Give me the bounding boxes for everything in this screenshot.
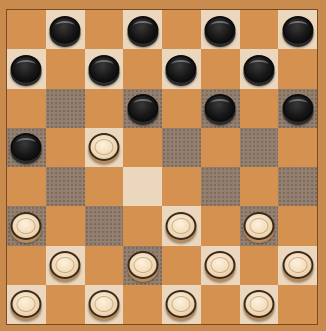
board-square[interactable] [162,49,201,88]
checkers-board [6,9,318,325]
black-checker-piece[interactable] [166,55,197,83]
board-square[interactable] [7,49,46,88]
white-checker-piece[interactable] [282,251,313,279]
board-square[interactable] [123,49,162,88]
board-square[interactable] [240,167,279,206]
white-checker-piece[interactable] [166,212,197,240]
black-checker-piece[interactable] [88,55,119,83]
board-square[interactable] [85,206,124,245]
board-square[interactable] [278,89,317,128]
board-square[interactable] [85,285,124,324]
board-square[interactable] [162,167,201,206]
board-square[interactable] [85,89,124,128]
white-checker-piece[interactable] [88,290,119,318]
board-square[interactable] [162,206,201,245]
board-square[interactable] [85,128,124,167]
board-square[interactable] [201,10,240,49]
board-square[interactable] [278,206,317,245]
board-square[interactable] [123,246,162,285]
board-square[interactable] [46,167,85,206]
board-square[interactable] [85,49,124,88]
board-square[interactable] [162,89,201,128]
black-checker-piece[interactable] [205,94,236,122]
board-square[interactable] [123,285,162,324]
black-checker-piece[interactable] [50,16,81,44]
board-square[interactable] [46,285,85,324]
black-checker-piece[interactable] [11,55,42,83]
white-checker-piece[interactable] [11,212,42,240]
board-square[interactable] [123,206,162,245]
board-square[interactable] [85,10,124,49]
black-checker-piece[interactable] [11,133,42,161]
white-checker-piece[interactable] [205,251,236,279]
black-checker-piece[interactable] [243,55,274,83]
board-square[interactable] [46,49,85,88]
board-square[interactable] [123,128,162,167]
board-square[interactable] [278,49,317,88]
board-square[interactable] [201,167,240,206]
board-square[interactable] [162,246,201,285]
board-square[interactable] [85,246,124,285]
board-square[interactable] [162,10,201,49]
board-square[interactable] [7,285,46,324]
white-checker-piece[interactable] [50,251,81,279]
board-square[interactable] [123,167,162,206]
black-checker-piece[interactable] [205,16,236,44]
board-square[interactable] [240,285,279,324]
white-checker-piece[interactable] [243,212,274,240]
board-square[interactable] [278,10,317,49]
board-square[interactable] [201,49,240,88]
board-square[interactable] [201,128,240,167]
board-square[interactable] [240,10,279,49]
board-square[interactable] [240,128,279,167]
board-square[interactable] [162,128,201,167]
board-square[interactable] [240,246,279,285]
white-checker-piece[interactable] [166,290,197,318]
white-checker-piece[interactable] [11,290,42,318]
board-square[interactable] [278,128,317,167]
board-square[interactable] [162,285,201,324]
board-square[interactable] [240,206,279,245]
black-checker-piece[interactable] [282,16,313,44]
board-square[interactable] [123,89,162,128]
board-square[interactable] [46,128,85,167]
board-square[interactable] [85,167,124,206]
board-square[interactable] [201,246,240,285]
white-checker-piece[interactable] [243,290,274,318]
board-square[interactable] [46,10,85,49]
board-square[interactable] [278,167,317,206]
board-square[interactable] [7,89,46,128]
board-square[interactable] [7,10,46,49]
black-checker-piece[interactable] [127,16,158,44]
board-square[interactable] [7,167,46,206]
white-checker-piece[interactable] [127,251,158,279]
board-square[interactable] [46,206,85,245]
white-checker-piece[interactable] [88,133,119,161]
board-square[interactable] [7,206,46,245]
board-square[interactable] [46,89,85,128]
board-square[interactable] [201,89,240,128]
board-square[interactable] [123,10,162,49]
board-square[interactable] [278,285,317,324]
black-checker-piece[interactable] [282,94,313,122]
board-square[interactable] [240,89,279,128]
black-checker-piece[interactable] [127,94,158,122]
board-square[interactable] [240,49,279,88]
board-square[interactable] [278,246,317,285]
board-square[interactable] [7,128,46,167]
board-square[interactable] [7,246,46,285]
board-square[interactable] [46,246,85,285]
board-square[interactable] [201,285,240,324]
board-square[interactable] [201,206,240,245]
